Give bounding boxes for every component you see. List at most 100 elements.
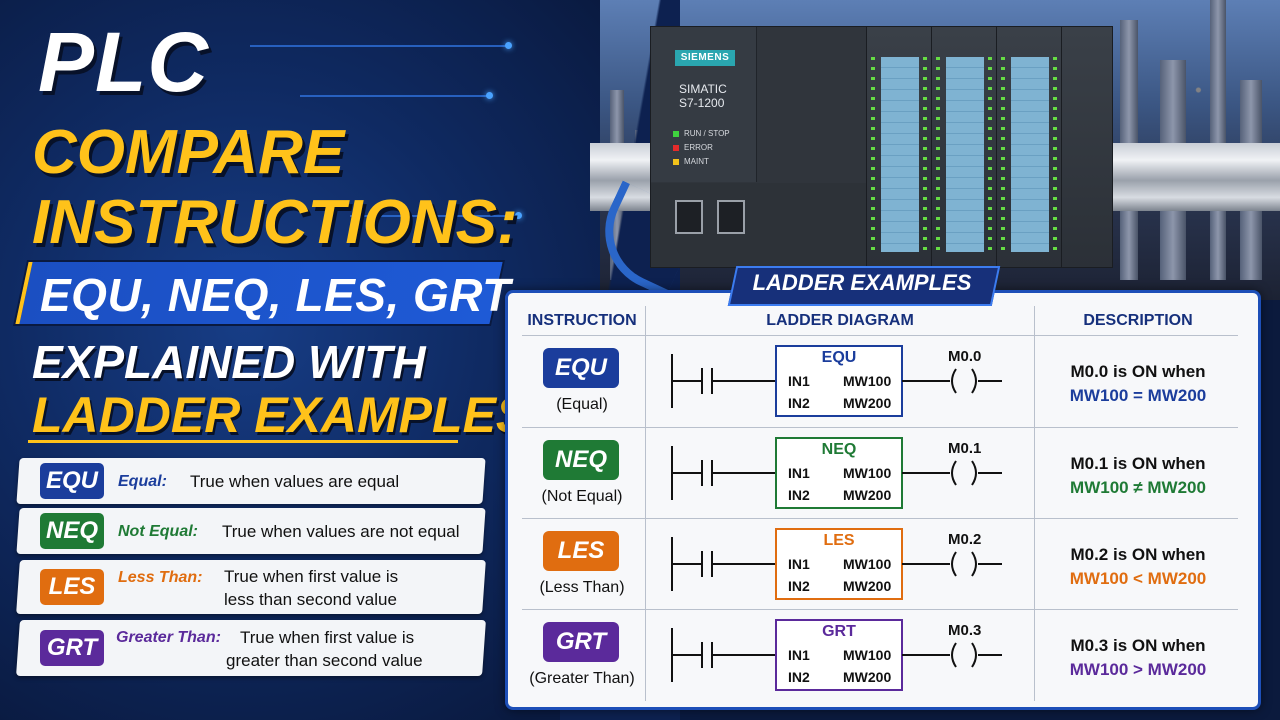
- fb-input-label: IN1: [788, 465, 810, 481]
- fb-operand: MW100: [843, 465, 892, 481]
- coil-address: M0.0: [948, 348, 982, 365]
- summary-label: Equal:: [118, 473, 167, 490]
- circuit-node: [515, 212, 522, 219]
- code-badge: GRT: [40, 630, 104, 666]
- function-block-title: GRT: [822, 623, 856, 640]
- row-condition: MW100 ≠ MW200: [1070, 478, 1206, 497]
- summary-label: Greater Than:: [116, 629, 221, 646]
- ethernet-port: [675, 200, 703, 234]
- instruction-badge: EQU: [543, 348, 619, 388]
- function-block-title: LES: [823, 532, 855, 549]
- summary-desc: True when values are equal: [190, 472, 400, 491]
- code-badge: NEQ: [40, 513, 104, 549]
- row-condition: MW100 < MW200: [1069, 569, 1207, 588]
- coil-address: M0.3: [948, 622, 982, 639]
- row-description: M0.0 is ON when: [1070, 362, 1206, 381]
- fb-input-label: IN2: [788, 395, 810, 411]
- model-name: SIMATIC: [679, 82, 727, 96]
- summary-desc: True when first value is: [224, 567, 399, 586]
- function-block-title: NEQ: [821, 441, 857, 458]
- circuit-node: [486, 92, 493, 99]
- row-condition: MW100 > MW200: [1069, 660, 1207, 679]
- fb-input-label: IN1: [788, 373, 810, 389]
- ladder-rung: [671, 528, 1002, 600]
- row-divider: [522, 335, 1238, 336]
- header-instruction: INSTRUCTION: [527, 312, 637, 329]
- fb-operand: MW100: [843, 647, 892, 663]
- header-description: DESCRIPTION: [1083, 312, 1193, 329]
- headline-banner-text: EQU, NEQ, LES, GRT: [40, 269, 511, 321]
- circuit-line: [350, 215, 520, 217]
- fb-operand: MW200: [843, 578, 892, 594]
- fb-operand: MW200: [843, 395, 892, 411]
- circuit-line: [300, 95, 490, 97]
- row-divider: [522, 427, 1238, 428]
- row-description: M0.3 is ON when: [1070, 636, 1206, 655]
- summary-item-grt: GRT Greater Than: True when first value …: [16, 620, 486, 676]
- ethernet-port: [717, 200, 745, 234]
- headline-ladder-examples: LADDER EXAMPLES: [32, 387, 530, 443]
- fb-input-label: IN2: [788, 669, 810, 685]
- siemens-logo: SIEMENS: [675, 50, 735, 66]
- fb-operand: MW200: [843, 487, 892, 503]
- row-condition: MW100 = MW200: [1069, 386, 1207, 405]
- headline-plc: PLC: [38, 15, 209, 109]
- row-description: M0.1 is ON when: [1070, 454, 1206, 473]
- instruction-badge: LES: [543, 531, 619, 571]
- io-module: [996, 26, 1062, 268]
- row-description: M0.2 is ON when: [1070, 545, 1206, 564]
- fb-input-label: IN2: [788, 578, 810, 594]
- io-module: [866, 26, 932, 268]
- instruction-badge: GRT: [543, 622, 619, 662]
- led-error: ERROR: [673, 143, 713, 152]
- headline-explained-with: EXPLAINED WITH: [32, 336, 426, 388]
- summary-desc: True when values are not equal: [222, 522, 460, 541]
- ladder-rung: [671, 345, 1002, 417]
- headline-instructions: INSTRUCTIONS:: [32, 188, 518, 257]
- instruction-subtitle: (Not Equal): [541, 488, 623, 505]
- coil-address: M0.2: [948, 531, 982, 548]
- code-badge: EQU: [40, 463, 104, 499]
- header-ladder-diagram: LADDER DIAGRAM: [766, 312, 914, 329]
- fb-input-label: IN1: [788, 647, 810, 663]
- column-divider: [1034, 306, 1035, 701]
- plc-cpu-module: SIEMENS SIMATIC S7-1200 RUN / STOP ERROR…: [650, 26, 867, 268]
- summary-desc-line2: less than second value: [224, 590, 397, 609]
- headline-compare: COMPARE: [32, 118, 345, 187]
- panel-title: LADDER EXAMPLES: [752, 270, 972, 295]
- summary-item-neq: NEQ Not Equal: True when values are not …: [16, 508, 486, 554]
- ladder-rung: [671, 437, 1002, 509]
- led-run-stop: RUN / STOP: [673, 129, 730, 138]
- circuit-node: [505, 42, 512, 49]
- io-module-end: [1061, 26, 1113, 268]
- summary-item-les: LES Less Than: True when first value is …: [16, 560, 486, 614]
- instruction-subtitle: (Equal): [556, 396, 608, 413]
- summary-label: Not Equal:: [118, 523, 198, 540]
- function-block-title: EQU: [821, 349, 857, 366]
- ladder-rung: [671, 619, 1002, 691]
- summary-item-equ: EQU Equal: True when values are equal: [16, 458, 486, 504]
- code-badge: LES: [40, 569, 104, 605]
- row-divider: [522, 518, 1238, 519]
- fb-operand: MW100: [843, 556, 892, 572]
- summary-desc-line2: greater than second value: [226, 651, 423, 670]
- model-number: S7-1200: [679, 96, 725, 110]
- fb-operand: MW200: [843, 669, 892, 685]
- summary-desc: True when first value is: [240, 628, 415, 647]
- summary-label: Less Than:: [118, 569, 203, 586]
- instruction-badge: NEQ: [543, 440, 619, 480]
- io-module: [931, 26, 997, 268]
- instruction-subtitle: (Less Than): [539, 579, 625, 596]
- coil-address: M0.1: [948, 440, 982, 457]
- circuit-line: [250, 45, 510, 47]
- fb-input-label: IN1: [788, 556, 810, 572]
- led-maint: MAINT: [673, 157, 709, 166]
- fb-operand: MW100: [843, 373, 892, 389]
- column-divider: [645, 306, 646, 701]
- headline-underline: [28, 440, 458, 443]
- instruction-subtitle: (Greater Than): [529, 670, 635, 687]
